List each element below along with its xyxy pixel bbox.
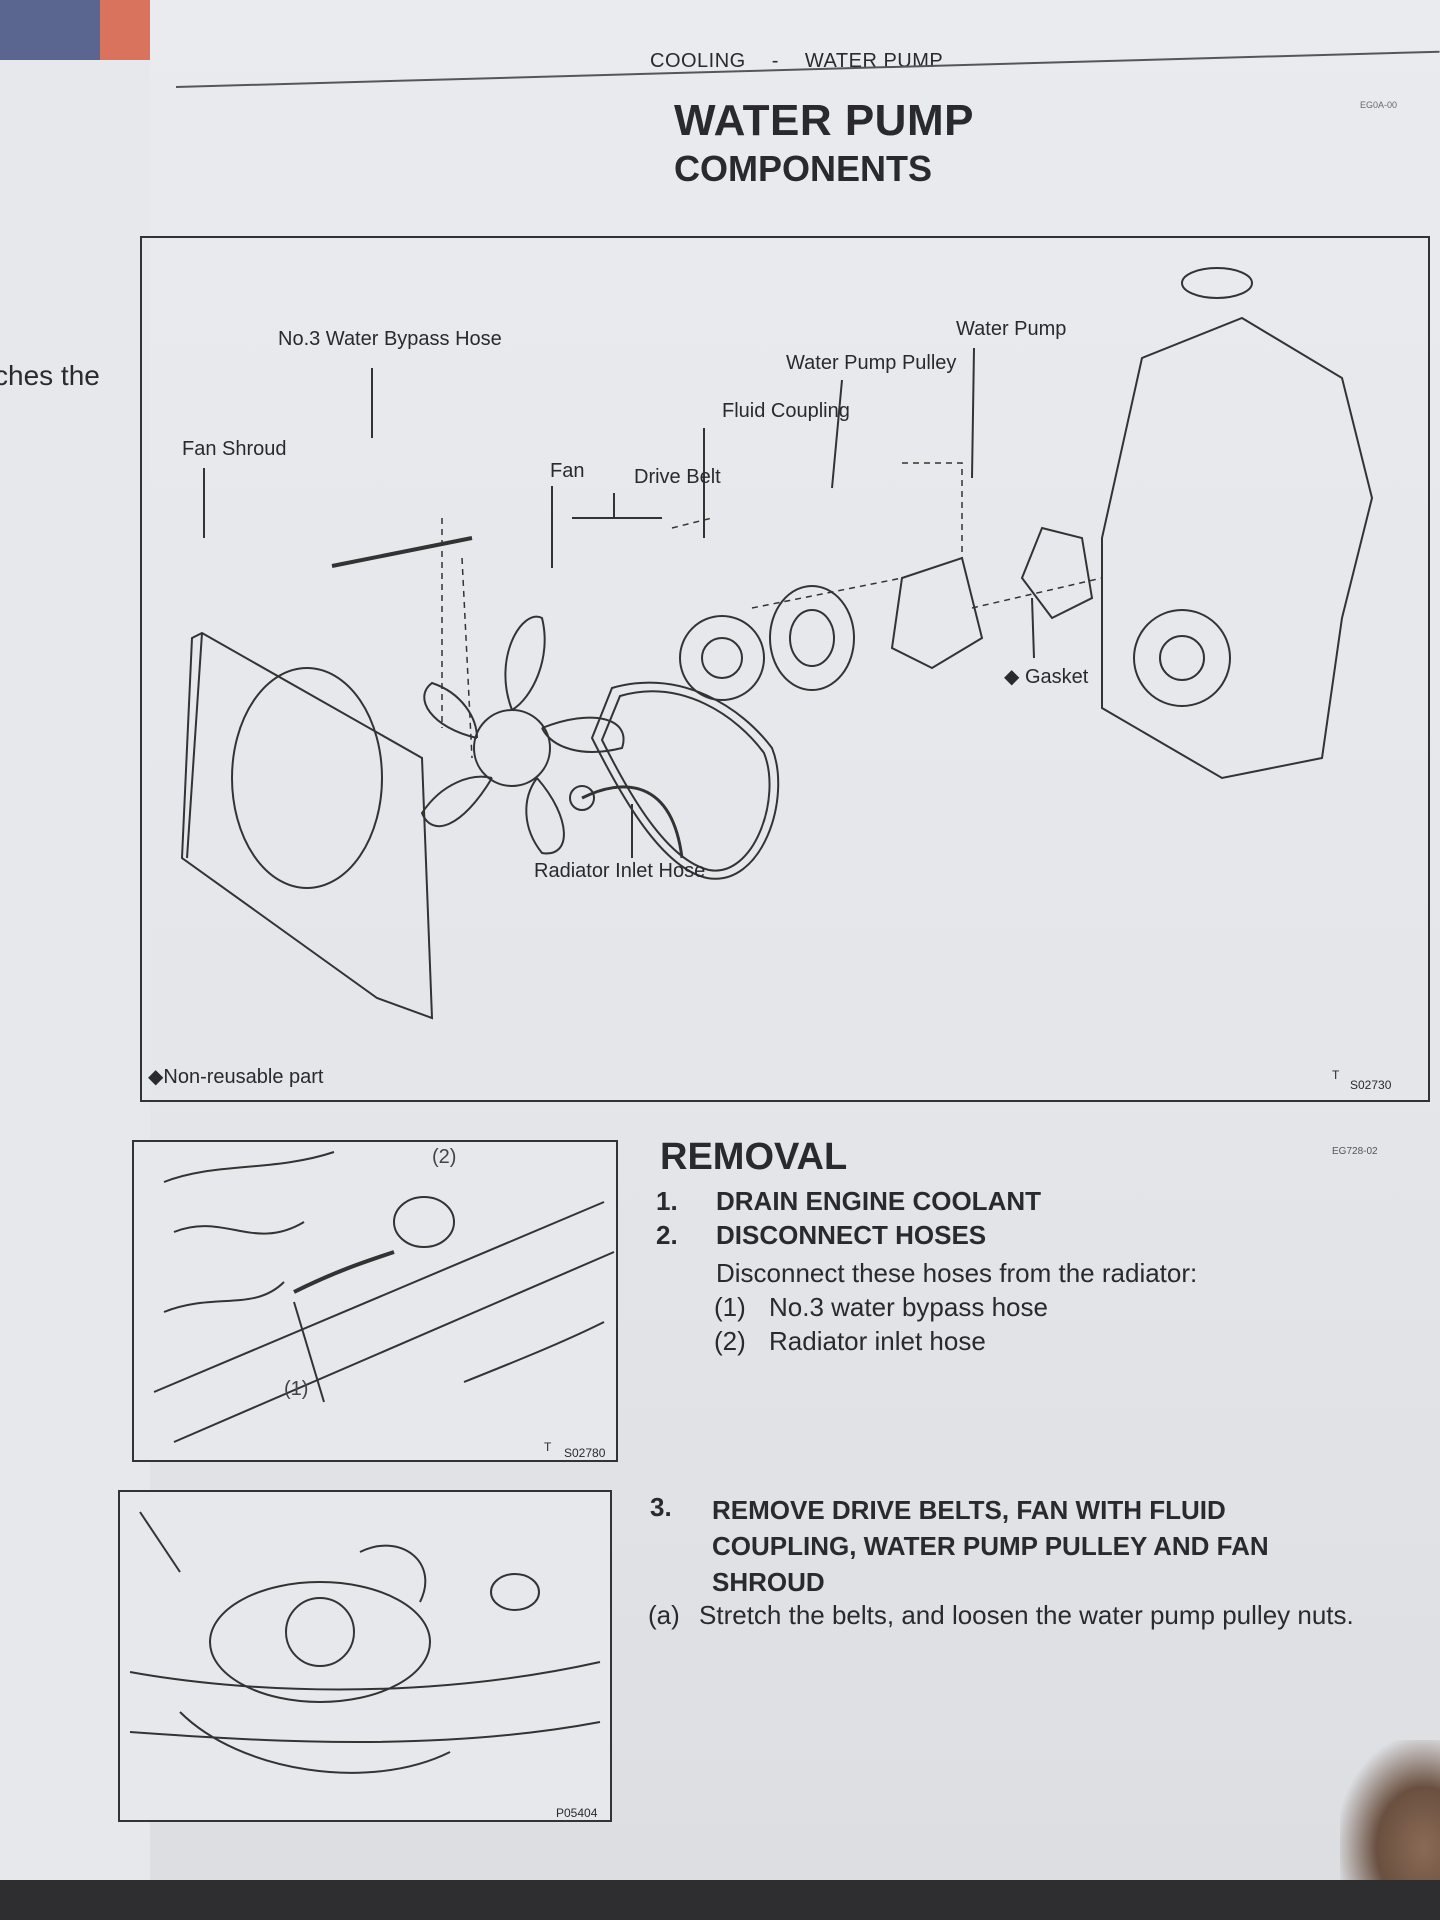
photo1-t-mark: T [544, 1440, 552, 1454]
step-3-line-2: COUPLING, WATER PUMP PULLEY AND FAN [712, 1531, 1269, 1561]
hoses-illustration: (1) (2) T S02780 [132, 1140, 618, 1462]
shroud-opening [231, 667, 383, 889]
radiator-hose-drawing [581, 785, 684, 859]
step-2-item-2: (2) Radiator inlet hose [714, 1326, 986, 1357]
sub-a-label: (a) [648, 1600, 680, 1630]
step-1-text: DRAIN ENGINE COOLANT [716, 1186, 1041, 1216]
water-pump-drawing [890, 556, 984, 670]
label-bypass-hose: No.3 Water Bypass Hose [278, 328, 502, 350]
label-non-reusable-part: ◆Non-reusable part [148, 1066, 324, 1088]
step-3-line-1: REMOVE DRIVE BELTS, FAN WITH FLUID [712, 1495, 1226, 1525]
fan-shroud-drawing [180, 631, 434, 1020]
label-fan: Fan [550, 460, 585, 482]
step-3-sub-a: (a) Stretch the belts, and loosen the wa… [648, 1600, 1428, 1631]
label-gasket: ◆ Gasket [1004, 666, 1089, 688]
sub-a-text: Stretch the belts, and loosen the water … [699, 1600, 1354, 1630]
label-water-pump-pulley: Water Pump Pulley [786, 352, 957, 374]
label-water-pump: Water Pump [956, 318, 1067, 340]
step-3: 3. REMOVE DRIVE BELTS, FAN WITH FLUID CO… [650, 1492, 1370, 1600]
pulley-drawing [769, 585, 855, 691]
fan-blades-sketch [209, 1581, 431, 1703]
header-section: COOLING [650, 50, 746, 72]
radiator-edge-line [153, 1201, 605, 1393]
item-1-number: (1) [714, 1292, 746, 1322]
step-2: 2. DISCONNECT HOSES [656, 1220, 1376, 1251]
step-3-line-3: SHROUD [712, 1567, 825, 1597]
inlet-hose-sketch [393, 1196, 455, 1248]
label-drive-belt: Drive Belt [634, 466, 721, 488]
photo2-code: P05404 [556, 1806, 598, 1820]
fluid-coupling-drawing [679, 615, 765, 701]
callout-2: (2) [432, 1146, 457, 1168]
label-radiator-inlet-hose: Radiator Inlet Hose [534, 860, 706, 882]
exploded-view-drawing [180, 267, 1374, 1020]
gasket-drawing [1020, 526, 1094, 620]
figure-t-mark: T [1332, 1068, 1340, 1082]
pulley-nuts-illustration: P05404 [118, 1490, 612, 1822]
hand-sketch [359, 1544, 427, 1603]
bypass-hose-sketch [293, 1250, 395, 1294]
fan-drawing [420, 615, 625, 855]
page-subtitle: COMPONENTS [674, 148, 933, 189]
engine-block-drawing [1101, 316, 1374, 780]
removal-code: EG728-02 [1332, 1146, 1378, 1157]
label-fluid-coupling: Fluid Coupling [722, 400, 850, 422]
header-dash: - [771, 50, 779, 72]
left-page-edge-text: ches the [0, 360, 100, 391]
step-2-text: DISCONNECT HOSES [716, 1220, 987, 1250]
label-fan-shroud: Fan Shroud [182, 438, 287, 460]
step-1: 1. DRAIN ENGINE COOLANT [656, 1186, 1376, 1217]
callout-1: (1) [284, 1378, 309, 1400]
figure-code: S02730 [1350, 1078, 1392, 1092]
bypass-hose-drawing [331, 536, 473, 568]
bottom-edge [0, 1880, 1440, 1920]
page-code: EG0A-00 [1360, 100, 1398, 110]
drive-belt-drawing [590, 681, 780, 880]
item-2-number: (2) [714, 1326, 746, 1356]
step-3-heading: REMOVE DRIVE BELTS, FAN WITH FLUID COUPL… [712, 1492, 1370, 1600]
pulley-sketch [285, 1597, 355, 1667]
step-2-number: 2. [656, 1220, 678, 1250]
step-3-number: 3. [650, 1492, 672, 1522]
page-title: WATER PUMP [674, 96, 974, 145]
step-2-description: Disconnect these hoses from the radiator… [716, 1258, 1198, 1288]
item-2-text: Radiator inlet hose [769, 1326, 986, 1356]
item-1-text: No.3 water bypass hose [769, 1292, 1048, 1322]
step-1-number: 1. [656, 1186, 678, 1216]
step-2-item-1: (1) No.3 water bypass hose [714, 1292, 1048, 1323]
removal-heading: REMOVAL [660, 1136, 848, 1178]
components-figure: No.3 Water Bypass Hose Fan Shroud Fan Dr… [140, 236, 1430, 1102]
photo1-code: S02780 [564, 1446, 606, 1460]
